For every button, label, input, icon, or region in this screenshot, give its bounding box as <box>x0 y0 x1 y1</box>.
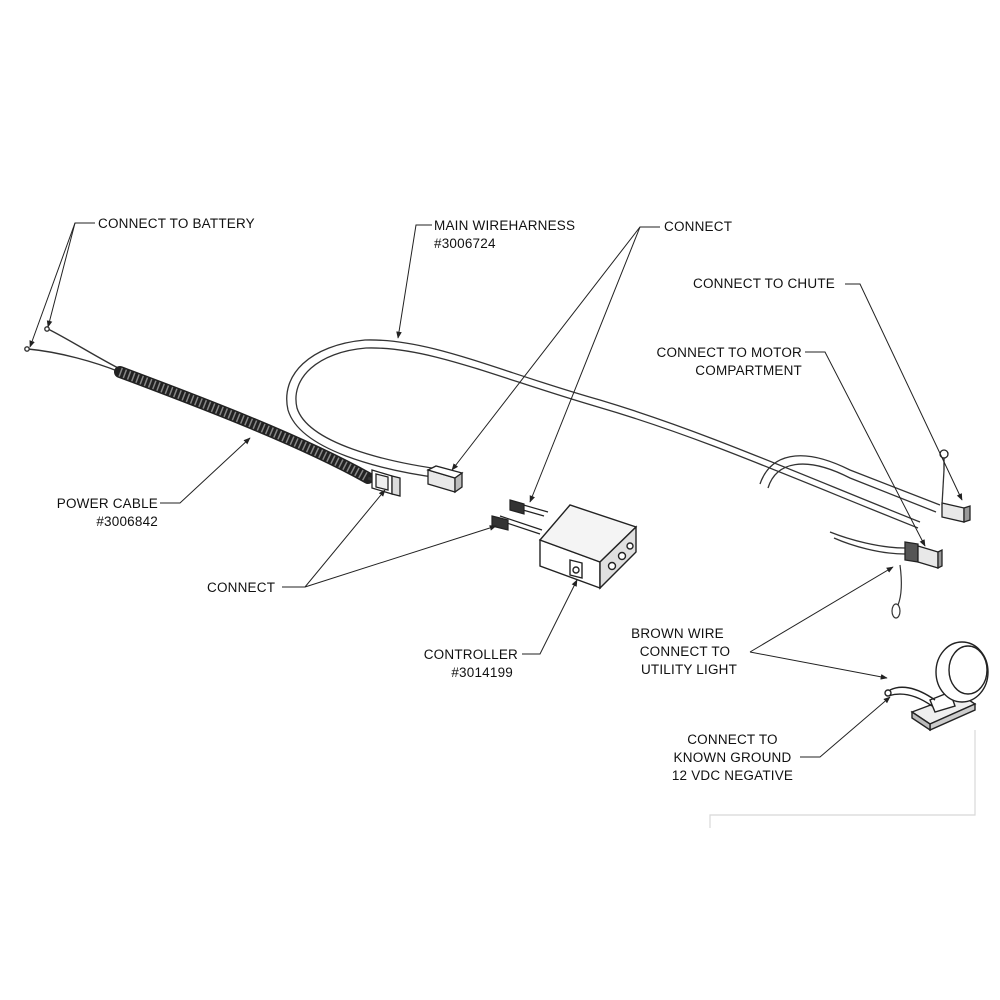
chute-connector <box>939 449 971 523</box>
label-power-cable: POWER CABLE <box>56 496 158 511</box>
label-connect-top: CONNECT <box>664 219 733 234</box>
label-connect-to-motor-line2: COMPARTMENT <box>695 363 802 378</box>
label-ground-line1: CONNECT TO <box>687 732 778 747</box>
battery-leads <box>24 326 123 373</box>
light-shadow <box>709 730 976 828</box>
label-connect-to-motor-line1: CONNECT TO MOTOR <box>656 345 802 360</box>
label-brown-wire-line3: UTILITY LIGHT <box>640 662 738 677</box>
leader-lines <box>29 222 963 758</box>
power-cable-connector <box>371 469 401 497</box>
label-connect-to-chute: CONNECT TO CHUTE <box>693 276 835 291</box>
label-ground-line2: KNOWN GROUND <box>673 750 792 765</box>
label-ground-line3: 12 VDC NEGATIVE <box>671 768 794 783</box>
label-connect-bottom: CONNECT <box>207 580 276 595</box>
motor-connector <box>904 541 943 570</box>
label-brown-wire-line2: CONNECT TO <box>639 644 731 659</box>
label-power-cable-part: #3006842 <box>96 514 158 529</box>
label-brown-wire-line1: BROWN WIRE <box>631 626 724 641</box>
harness-left-connector <box>426 465 464 494</box>
label-main-wireharness-part: #3006724 <box>434 236 496 251</box>
controller-box <box>538 504 638 590</box>
label-main-wireharness: MAIN WIREHARNESS <box>434 218 576 233</box>
label-connect-to-battery: CONNECT TO BATTERY <box>98 216 255 231</box>
label-controller: CONTROLLER <box>423 647 518 662</box>
main-wireharness <box>286 339 941 555</box>
brown-wire-lead <box>891 564 902 619</box>
power-cable <box>114 366 379 484</box>
controller-plugs <box>491 499 549 535</box>
label-controller-part: #3014199 <box>451 665 513 680</box>
utility-light <box>884 641 989 732</box>
